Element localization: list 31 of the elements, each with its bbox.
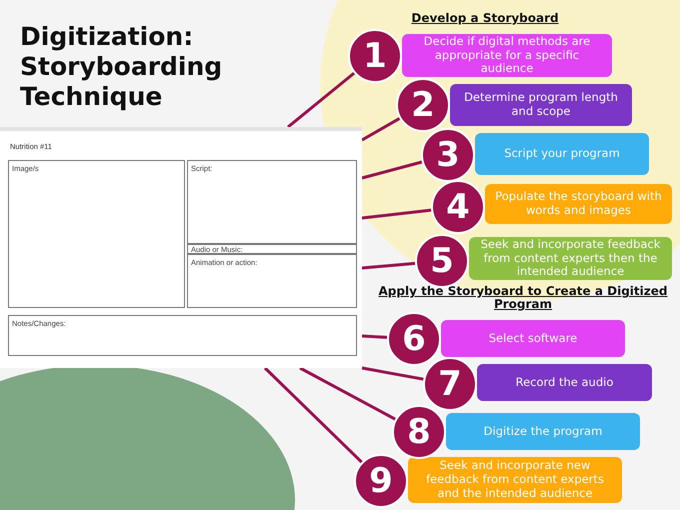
step-box: Populate the storyboard with words and images — [485, 184, 672, 224]
storyboard-panel — [187, 254, 357, 308]
storyboard-panel — [187, 160, 357, 244]
step-box: Record the audio — [477, 364, 652, 401]
step-box: Script your program — [475, 133, 649, 175]
step-number-circle: 9 — [354, 454, 408, 508]
connector-line — [287, 72, 356, 128]
step-number-circle: 6 — [387, 312, 441, 366]
connector-line — [264, 366, 363, 464]
connector-line — [362, 160, 422, 180]
storyboard-panel — [187, 244, 357, 254]
step-box: Decide if digital methods are appropriate for a specific audience — [402, 34, 612, 77]
step-box: Seek and incorporate feedback from content experts then the intended audience — [469, 237, 672, 280]
section-heading: Apply the Storyboard to Create a Digitized Program — [378, 285, 668, 312]
connector-line — [299, 366, 396, 421]
connector-line — [362, 208, 432, 220]
step-box: Select software — [441, 320, 625, 357]
connector-line — [361, 117, 400, 142]
step-box: Digitize the program — [446, 413, 640, 450]
step-number-circle: 8 — [392, 405, 446, 459]
section-heading: Develop a Storyboard — [410, 12, 560, 26]
step-box: Determine program length and scope — [450, 84, 632, 126]
storyboard-panel — [8, 160, 185, 308]
connector-line — [362, 334, 388, 339]
storyboard-panel — [8, 315, 357, 356]
connector-line — [362, 366, 424, 381]
step-number-circle: 7 — [423, 357, 477, 411]
step-box: Seek and incorporate new feedback from content experts and the intended audience — [408, 457, 622, 503]
connector-line — [362, 262, 416, 270]
title: Digitization: Storyboarding Technique — [20, 22, 224, 112]
storyboard-card — [0, 127, 362, 368]
